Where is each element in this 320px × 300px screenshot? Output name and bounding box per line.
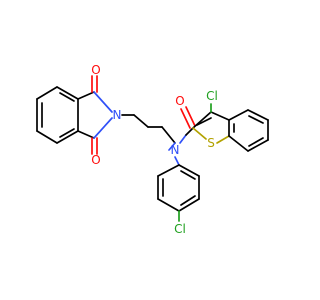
thiophene-ring — [192, 103, 230, 144]
bond — [192, 111, 212, 129]
bond-double-inner — [248, 115, 264, 124]
bond — [247, 139, 269, 152]
bond — [56, 130, 79, 144]
bond — [77, 91, 95, 100]
bond — [185, 127, 194, 136]
atom-label-oxygen-bottom: O — [91, 153, 100, 167]
molecule-structure: O O N N O Cl S Cl — [36, 63, 269, 236]
imide-ring — [77, 75, 113, 155]
atom-label-chlorine-phenyl: Cl — [174, 222, 186, 236]
benzene-ring-phthalimide — [36, 86, 79, 144]
bond — [157, 198, 180, 212]
atom-label-oxygen-top: O — [91, 63, 100, 77]
bond-c-o-double — [185, 106, 196, 127]
atom-label-sulfur: S — [207, 136, 215, 150]
bond — [133, 114, 149, 128]
bond-c-s — [192, 127, 207, 140]
bond-n-c — [174, 156, 180, 166]
bond-c-o-double — [180, 108, 191, 129]
bond — [228, 135, 249, 152]
bond-c-n — [93, 117, 113, 139]
atom-label-chlorine-thiophene: Cl — [206, 89, 218, 103]
bond — [247, 109, 269, 121]
bond-double-inner — [196, 117, 212, 126]
butyl-chain — [121, 114, 176, 151]
bond — [36, 86, 58, 100]
bond-n-c — [179, 134, 187, 144]
benzene-ring-benzothiophene — [228, 109, 269, 152]
bond-c-n — [168, 142, 176, 151]
bond-double-inner — [180, 170, 196, 180]
bond — [228, 109, 249, 121]
bond — [178, 164, 200, 177]
bond-s-c — [216, 135, 230, 144]
bond-double-inner — [180, 195, 196, 206]
bond — [56, 86, 79, 100]
bond — [157, 164, 180, 177]
structure-canvas: O O N N O Cl S Cl — [36, 63, 269, 236]
amide-group — [174, 106, 196, 166]
bond — [36, 130, 58, 144]
atom-label-nitrogen-imide: N — [113, 108, 122, 122]
bond-double-inner — [59, 128, 75, 138]
bond-c-n — [93, 91, 113, 113]
bond-double-inner — [248, 137, 264, 147]
bond — [178, 198, 200, 212]
atom-label-nitrogen-amide: N — [171, 143, 180, 157]
bond-double-inner — [59, 92, 75, 102]
chlorophenyl-ring — [157, 164, 200, 222]
bond — [210, 111, 230, 121]
bond — [77, 130, 95, 139]
atom-labels: O O N N O Cl S Cl — [91, 63, 218, 236]
bond — [161, 126, 176, 144]
atom-label-oxygen-amide: O — [175, 94, 184, 108]
